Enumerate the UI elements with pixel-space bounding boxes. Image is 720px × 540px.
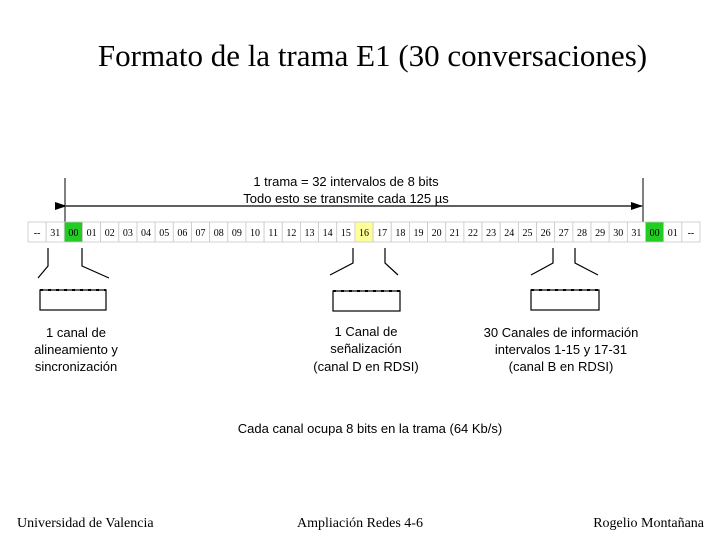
frame-cell-label: 27: [559, 228, 569, 239]
frame-cell-label: 09: [232, 228, 242, 239]
frame-cell-label: 18: [395, 228, 405, 239]
frame-cell-label: 15: [341, 228, 351, 239]
footer-center: Ampliación Redes 4-6: [297, 516, 423, 531]
frame-cell-bg: [681, 221, 701, 243]
frame-cell-label: 08: [214, 228, 224, 239]
frame-cells: -- 31 00 01 02 03 04 05 06 07 08 09 10 11 12 13 14 15 16 17…: [27, 221, 701, 243]
frame-cell-label: 16: [359, 228, 369, 239]
callout-info-line2: intervalos 1-15 y 17-31: [494, 342, 628, 357]
frame-cell-label: --: [688, 228, 695, 239]
frame-cell-label: 06: [177, 228, 187, 239]
frame-cell-label: 13: [305, 228, 315, 239]
callout-alignment-line2: alineamiento y: [34, 342, 118, 357]
frame-cell-label: 00: [650, 228, 660, 239]
callout-alignment-line3: sincronización: [34, 359, 118, 374]
callout-info-brace: [530, 248, 600, 311]
footer-left: Universidad de Valencia: [17, 516, 154, 531]
frame-cell-label: --: [34, 228, 41, 239]
frame-cell-label: 05: [159, 228, 169, 239]
callout-alignment-line1: 1 canal de: [46, 325, 106, 340]
frame-cell-label: 21: [450, 228, 460, 239]
frame-cell-label: 01: [668, 228, 678, 239]
frame-cell-label: 28: [577, 228, 587, 239]
frame-cell-label: 20: [432, 228, 442, 239]
frame-cell-label: 14: [323, 228, 333, 239]
frame-label-line1: 1 trama = 32 intervalos de 8 bits: [253, 174, 439, 189]
bits-note: Cada canal ocupa 8 bits en la trama (64 …: [237, 421, 503, 436]
callout-info-line3: (canal B en RDSI): [508, 359, 614, 374]
frame-cell-label: 03: [123, 228, 133, 239]
frame-cell-label: 26: [541, 228, 551, 239]
frame-cell-label: 30: [613, 228, 623, 239]
footer-right: Rogelio Montañana: [593, 516, 704, 531]
callout-alignment-brace: [37, 248, 110, 311]
frame-cell-label: 19: [413, 228, 423, 239]
frame-cell-label: 17: [377, 228, 387, 239]
callout-signaling-line1: 1 Canal de: [334, 324, 398, 339]
frame-cell-label: 23: [486, 228, 496, 239]
frame-cell-label: 01: [87, 228, 97, 239]
frame-cell-label: 02: [105, 228, 115, 239]
frame-cell-label: 25: [522, 228, 532, 239]
frame-cell-label: 07: [196, 228, 206, 239]
frame-cell-label: 00: [68, 228, 78, 239]
callout-signaling-line2: señalización: [330, 341, 402, 356]
callout-signaling-line3: (canal D en RDSI): [313, 359, 419, 374]
frame-cell-label: 04: [141, 228, 151, 239]
callout-info-line1: 30 Canales de información: [483, 325, 639, 340]
frame-cell-label: 31: [50, 228, 60, 239]
frame-cell-label: 10: [250, 228, 260, 239]
slide-title: Formato de la trama E1 (30 conversacione…: [97, 38, 648, 73]
callout-signaling-brace: [329, 248, 401, 312]
frame-cell-label: 12: [286, 228, 296, 239]
frame-cell-label: 24: [504, 228, 514, 239]
frame-cell-label: 31: [631, 228, 641, 239]
frame-cell-label: 22: [468, 228, 478, 239]
frame-cell-label: 11: [268, 228, 278, 239]
frame-cell-label: 29: [595, 228, 605, 239]
